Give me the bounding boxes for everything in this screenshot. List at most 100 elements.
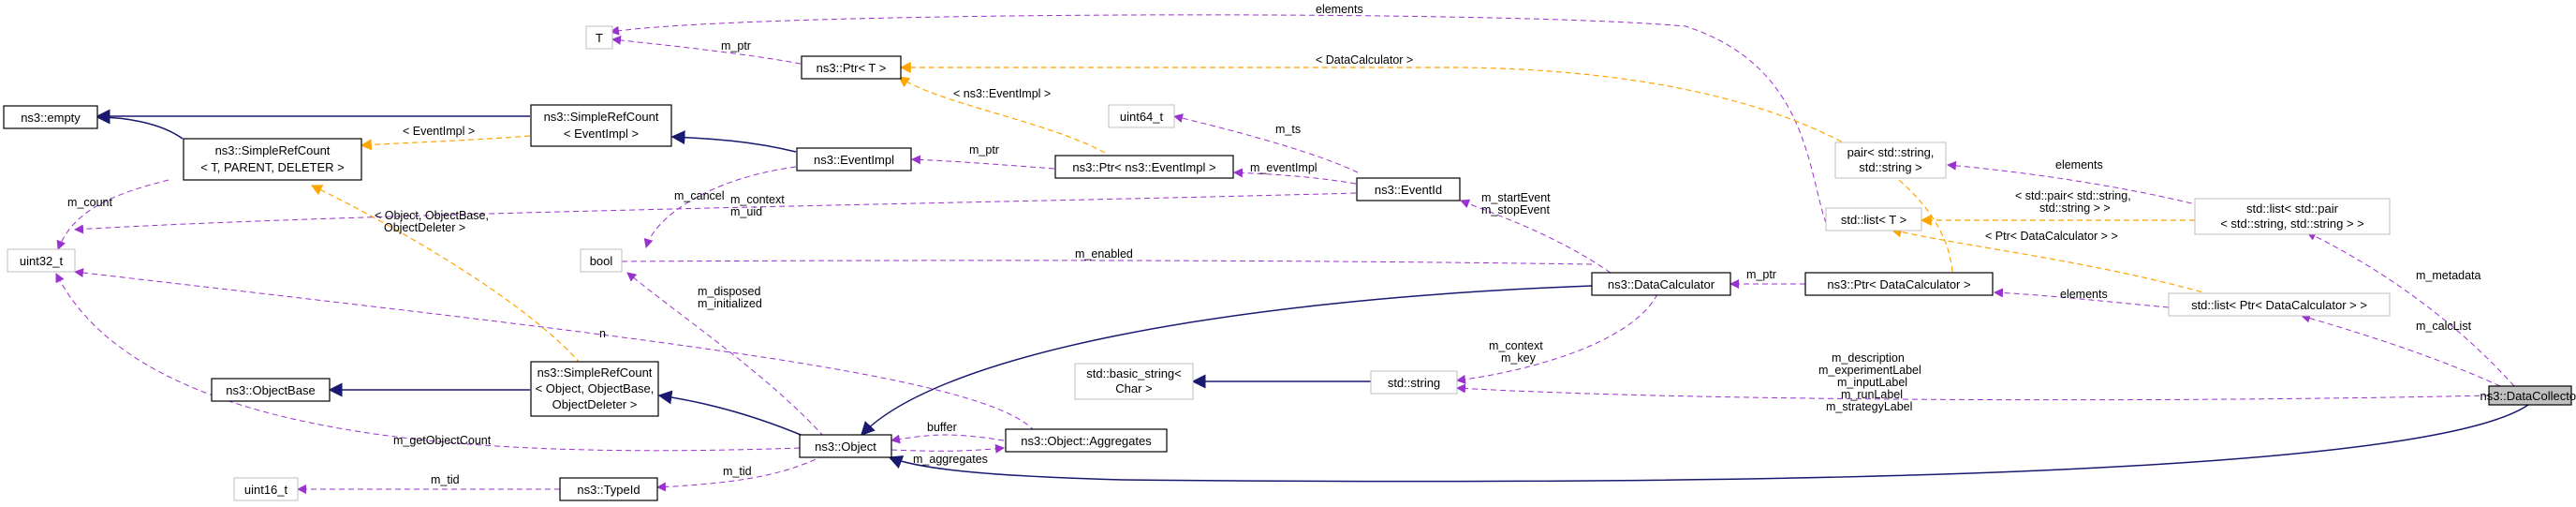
svg-text:ns3::DataCollector: ns3::DataCollector (2480, 389, 2576, 403)
svg-text:ns3::DataCalculator: ns3::DataCalculator (1608, 277, 1715, 291)
node-uint32[interactable]: uint32_t (7, 248, 76, 273)
edge-startstop (1460, 199, 1612, 274)
edge-maggregates (891, 443, 1005, 454)
svg-text:ns3::SimpleRefCount: ns3::SimpleRefCount (537, 365, 653, 380)
edge-label-tpl-pair-1: < std::pair< std::string, (2015, 189, 2131, 202)
edge-label-n: n (599, 327, 606, 340)
svg-text:< T, PARENT, DELETER >: < T, PARENT, DELETER > (200, 160, 344, 174)
node-objectbase[interactable]: ns3::ObjectBase (211, 378, 331, 402)
node-uint16[interactable]: uint16_t (233, 477, 299, 501)
edge-elements-list-to-t (610, 14, 1827, 224)
node-datacalculator[interactable]: ns3::DataCalculator (1591, 272, 1731, 296)
edge-template-srcev (360, 135, 531, 151)
edge-mptr-ev (911, 155, 1055, 170)
edge-label-mcount: m_count (67, 196, 112, 209)
edge-menabled (608, 256, 1593, 266)
svg-text:pair< std::string,: pair< std::string, (1847, 145, 1935, 159)
node-std-string[interactable]: std::string (1370, 370, 1458, 395)
edge-mtid-object (656, 455, 825, 492)
svg-text:ns3::Ptr< DataCalculator >: ns3::Ptr< DataCalculator > (1827, 277, 1970, 291)
edge-template-srcob (310, 185, 581, 365)
svg-text:ns3::Object::Aggregates: ns3::Object::Aggregates (1021, 434, 1152, 448)
edge-label-mrunlabel: m_runLabel (1841, 388, 1903, 401)
edge-template-ptr-dc (899, 62, 1953, 273)
edge-strings (1456, 383, 2490, 401)
edge-n (74, 268, 1036, 432)
edge-elements-pair (1947, 160, 2211, 209)
edge-label-startevent: m_startEvent (1481, 191, 1551, 204)
edge-label-elements-top: elements (1316, 3, 1363, 16)
edge-mcontext-uid (74, 192, 1357, 234)
edge-buffer (891, 434, 1005, 444)
edge-label-mstrategylabel: m_strategyLabel (1826, 400, 1912, 413)
edge-label-muid: m_uid (730, 205, 762, 218)
edge-label-mcancel: m_cancel (674, 189, 725, 202)
node-simplerefcount-eventimpl[interactable]: ns3::SimpleRefCount < EventImpl > (530, 104, 672, 147)
edge-label-menabled: m_enabled (1075, 247, 1133, 261)
edge-mptr-t (611, 35, 802, 65)
edge-mdisposed (626, 272, 825, 438)
edge-mts (1173, 113, 1359, 173)
edge-label-tpl-object-1: < Object, ObjectBase, (375, 209, 489, 222)
node-empty[interactable]: ns3::empty (3, 105, 98, 129)
node-eventid[interactable]: ns3::EventId (1356, 177, 1461, 201)
edge-label-tpl-ptr-dc: < Ptr< DataCalculator > > (1985, 230, 2118, 243)
edge-label-mkey: m_key (1501, 351, 1537, 365)
nodes: T ns3::Ptr< T > ns3::empty ns3::SimpleRe… (3, 25, 2576, 501)
node-ptr-eventimpl[interactable]: ns3::Ptr< ns3::EventImpl > (1054, 155, 1234, 179)
node-eventimpl[interactable]: ns3::EventImpl (796, 147, 912, 171)
svg-text:ObjectDeleter >: ObjectDeleter > (552, 397, 638, 411)
edge-label-mcontext2: m_context (1489, 339, 1543, 352)
edge-label-tpl-pair-2: std::string > > (2039, 201, 2111, 215)
node-bool[interactable]: bool (580, 248, 623, 273)
node-t[interactable]: T (585, 25, 613, 50)
svg-text:std::list< T >: std::list< T > (1841, 213, 1906, 227)
svg-text:ns3::SimpleRefCount: ns3::SimpleRefCount (215, 143, 331, 157)
node-ptr-datacalculator[interactable]: ns3::Ptr< DataCalculator > (1804, 272, 1994, 296)
edge-label-tpl-eventimpl-ptr: < ns3::EventImpl > (953, 87, 1051, 100)
edge-label-buffer: buffer (927, 421, 957, 434)
edge-label-meventimpl: m_eventImpl (1250, 161, 1317, 174)
node-list-datacalculator[interactable]: std::list< Ptr< DataCalculator > > (2168, 292, 2391, 317)
node-datacollector[interactable]: ns3::DataCollector (2480, 385, 2576, 406)
svg-text:bool: bool (590, 254, 613, 268)
node-simplerefcount-t[interactable]: ns3::SimpleRefCount < T, PARENT, DELETER… (183, 138, 362, 181)
edge-label-mcalclist: m_calcList (2416, 320, 2472, 333)
node-typeid[interactable]: ns3::TypeId (559, 477, 658, 501)
node-pair[interactable]: pair< std::string, std::string > (1834, 142, 1947, 179)
node-simplerefcount-object[interactable]: ns3::SimpleRefCount < Object, ObjectBase… (530, 361, 659, 417)
edge-label-tpl-datacalc: < DataCalculator > (1316, 53, 1413, 67)
edge-label-maggregates: m_aggregates (913, 453, 988, 466)
edge-label-mdescription: m_description (1832, 351, 1905, 365)
node-object[interactable]: ns3::Object (799, 434, 892, 458)
svg-text:ns3::TypeId: ns3::TypeId (577, 483, 640, 497)
node-ptr-t[interactable]: ns3::Ptr< T > (801, 55, 902, 80)
edge-label-mexperimentlabel: m_experimentLabel (1818, 364, 1921, 377)
edge-inherit-dc-object (860, 285, 1593, 437)
edge-label-elements-pair: elements (2055, 158, 2103, 171)
node-list-t[interactable]: std::list< T > (1825, 207, 1922, 231)
edge-label-mmetadata: m_metadata (2416, 269, 2481, 282)
node-basic-string[interactable]: std::basic_string< Char > (1074, 363, 1194, 400)
svg-text:std::list< Ptr< DataCalculator: std::list< Ptr< DataCalculator > > (2191, 298, 2367, 312)
edge-inherit-eventimpl-srcev (670, 130, 797, 153)
edge-label-mptr-dc: m_ptr (1746, 268, 1776, 281)
node-list-pair[interactable]: std::list< std::pair < std::string, std:… (2194, 198, 2391, 235)
edge-label-mtid-typeid: m_tid (431, 473, 460, 486)
svg-text:T: T (596, 31, 603, 45)
edge-label-stopevent: m_stopEvent (1481, 203, 1550, 216)
node-aggregates[interactable]: ns3::Object::Aggregates (1005, 428, 1168, 453)
svg-text:std::list< std::pair: std::list< std::pair (2246, 201, 2339, 216)
svg-text:std::string >: std::string > (1859, 160, 1922, 174)
edge-inherit-src-empty (96, 110, 184, 140)
svg-text:uint64_t: uint64_t (1120, 110, 1164, 124)
svg-text:ns3::empty: ns3::empty (21, 111, 81, 125)
edge-mcount (56, 179, 169, 250)
node-uint64[interactable]: uint64_t (1108, 104, 1175, 128)
edge-label-tpl-object-2: ObjectDeleter > (384, 221, 465, 234)
svg-text:std::string: std::string (1388, 376, 1440, 390)
edge-label-mdisposed: m_disposed (698, 285, 760, 298)
svg-text:uint32_t: uint32_t (20, 254, 64, 268)
svg-text:ns3::EventImpl: ns3::EventImpl (814, 153, 894, 167)
svg-text:< std::string, std::string > >: < std::string, std::string > > (2220, 216, 2364, 231)
